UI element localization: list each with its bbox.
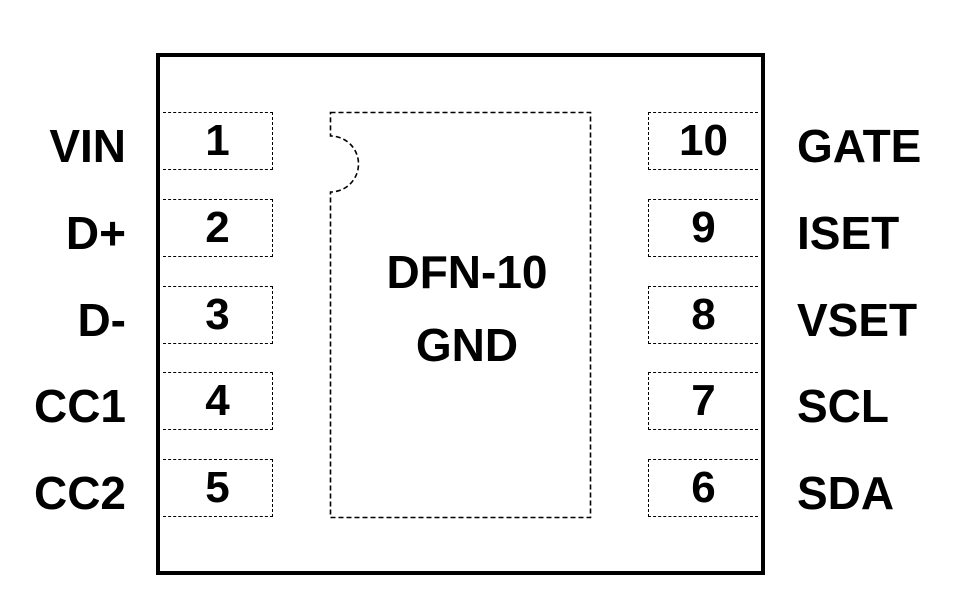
pin-3-label: D- (77, 294, 126, 346)
pin-6-label: SDA (797, 467, 895, 519)
pin-4-label: CC1 (33, 380, 126, 432)
package-name: DFN-10 (386, 246, 548, 298)
pin-9-label: ISET (797, 207, 900, 259)
pin-1-label: VIN (49, 120, 126, 172)
pin-10-label: GATE (797, 120, 922, 172)
pin-9-pad: 9 (648, 199, 758, 257)
pin-5-pad: 5 (163, 459, 273, 517)
pin-10-pad: 10 (648, 112, 758, 170)
pin-5-label: CC2 (33, 467, 126, 519)
center-pad-label: GND (415, 319, 519, 371)
pin-8-label: VSET (797, 294, 918, 346)
pin-8-pad: 8 (648, 286, 758, 344)
pin-2-label: D+ (65, 207, 126, 259)
package-outline (156, 53, 765, 575)
pin-3-pad: 3 (163, 286, 273, 344)
pin-2-pad: 2 (163, 199, 273, 257)
exposed-pad (329, 111, 592, 519)
pin-4-pad: 4 (163, 372, 273, 430)
pin-7-pad: 7 (648, 372, 758, 430)
pin-6-pad: 6 (648, 459, 758, 517)
pin-7-label: SCL (797, 380, 889, 432)
pin-1-pad: 1 (163, 112, 273, 170)
exposed-pad-outline (329, 111, 592, 519)
